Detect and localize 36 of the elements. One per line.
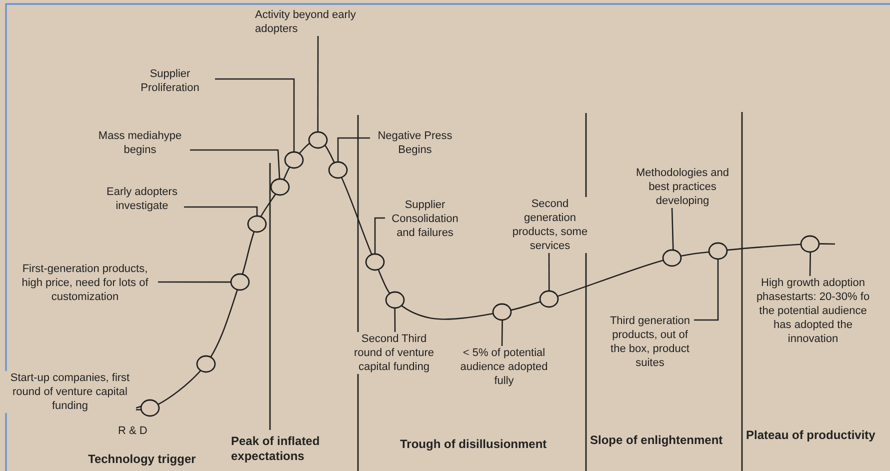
curve-point-marker: [270, 178, 290, 196]
curve-point-marker: [385, 291, 405, 309]
curve-point-marker: [247, 215, 267, 233]
leader-line: [190, 149, 280, 180]
leader-line: [671, 208, 674, 250]
curve-point-marker: [662, 249, 682, 267]
phase-label: Plateau of productivity: [746, 428, 876, 443]
leader-line: [694, 259, 719, 321]
phase-label: Peak of inflated expectations: [231, 434, 321, 464]
curve-point-marker: [328, 161, 348, 179]
curve-point-marker: [539, 290, 559, 308]
leader-line: [809, 252, 811, 276]
leader-line: [215, 78, 295, 152]
leader-line: [548, 253, 550, 291]
leader-line: [337, 137, 370, 162]
leader-line: [394, 308, 396, 332]
annotation-text: < 5% of potential audience adopted fully: [458, 346, 550, 388]
leader-line: [317, 36, 319, 132]
curve-point-marker: [284, 151, 304, 169]
curve-point-marker: [230, 273, 250, 291]
phase-label: Technology trigger: [88, 452, 196, 467]
phase-label: Slope of enlightenment: [590, 433, 723, 448]
curve-point-marker: [308, 131, 328, 149]
leader-line: [501, 320, 503, 346]
curve-point-marker: [708, 242, 728, 260]
leader-line: [184, 206, 258, 216]
leader-line: [136, 406, 142, 409]
curve-point-marker: [492, 303, 512, 321]
curve-point-marker: [365, 253, 385, 271]
curve-point-marker: [140, 399, 160, 417]
phase-label: Trough of disillusionment: [400, 437, 547, 452]
curve-point-marker: [800, 235, 820, 253]
leader-line: [158, 281, 231, 283]
curve-point-marker: [196, 355, 216, 373]
leader-line: [374, 217, 385, 254]
annotation-text: Start-up companies, first round of venture capital funding: [4, 371, 136, 413]
